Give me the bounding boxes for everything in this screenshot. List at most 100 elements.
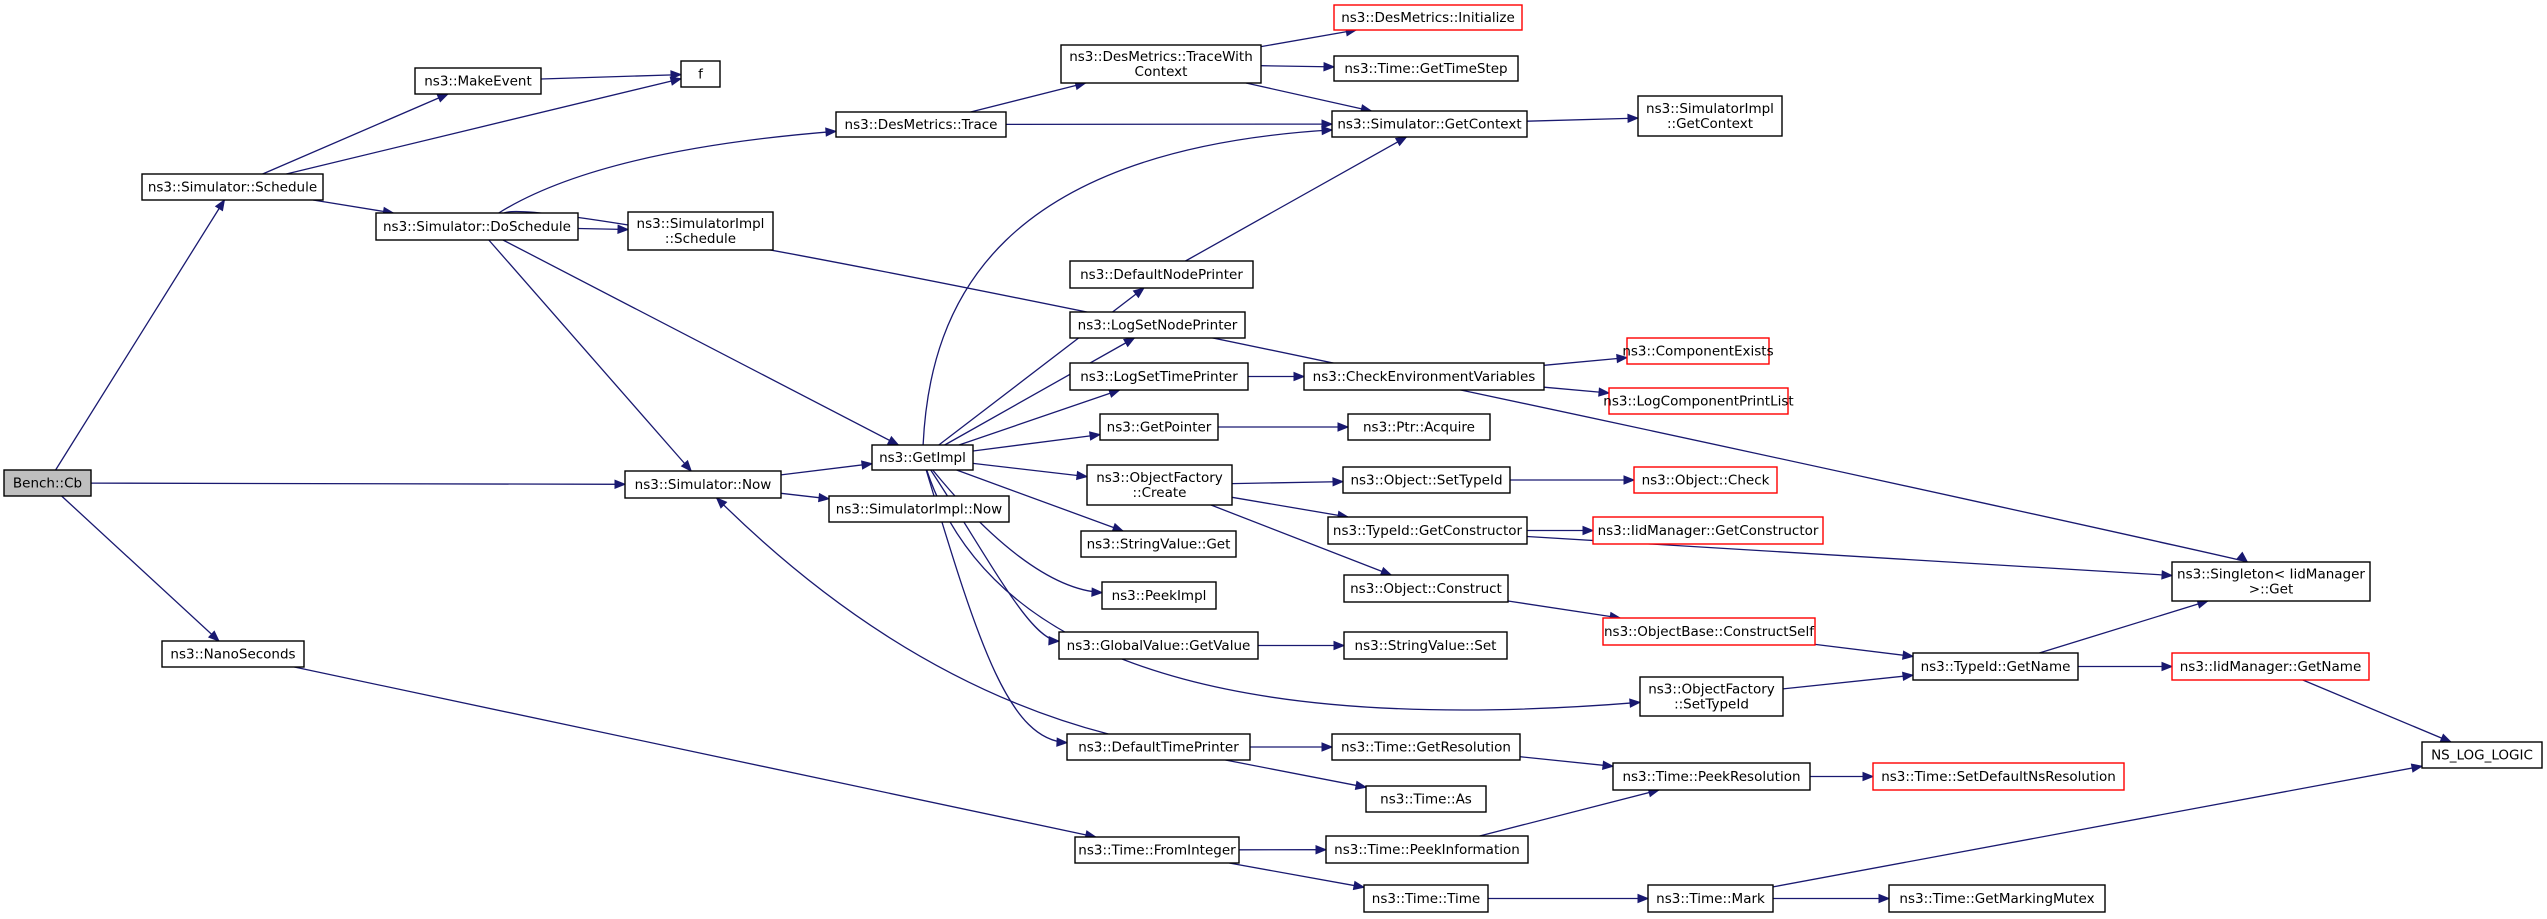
node-objfactory-settypeid[interactable]: ns3::ObjectFactory::SetTypeId — [1639, 676, 1784, 717]
node-label: ns3::TypeId::GetName — [1921, 659, 2071, 675]
node-get-pointer[interactable]: ns3::GetPointer — [1099, 413, 1219, 441]
node-time-setdefaultnsres[interactable]: ns3::Time::SetDefaultNsResolution — [1872, 762, 2125, 791]
node-time-time[interactable]: ns3::Time::Time — [1363, 884, 1489, 913]
node-log-comp-print-list[interactable]: ns3::LogComponentPrintList — [1603, 387, 1794, 415]
call-edge — [1814, 643, 1915, 660]
node-sim-schedule[interactable]: ns3::Simulator::Schedule — [141, 173, 324, 201]
call-edge — [577, 224, 630, 235]
node-box — [1365, 785, 1487, 813]
node-label: ns3::Simulator::Now — [635, 477, 772, 493]
node-label: ns3::SimulatorImpl::Now — [836, 502, 1002, 518]
node-singleton-get[interactable]: ns3::Singleton< IidManager>::Get — [2171, 561, 2371, 602]
node-box — [2171, 561, 2371, 602]
call-edge — [1488, 893, 1650, 904]
node-time-getresolution[interactable]: ns3::Time::GetResolution — [1331, 733, 1521, 761]
node-box — [2171, 652, 2370, 681]
node-iidmanager-getconstructor[interactable]: ns3::IidManager::GetConstructor — [1592, 516, 1824, 545]
node-objectbase-constructself[interactable]: ns3::ObjectBase::ConstructSelf — [1602, 617, 1816, 646]
node-label: ns3::Object::Construct — [1350, 581, 1502, 597]
node-box — [1333, 55, 1519, 82]
node-label: ns3::Simulator::GetContext — [1337, 117, 1521, 133]
node-label: ns3::ObjectFactory — [1648, 682, 1775, 698]
node-peek-impl[interactable]: ns3::PeekImpl — [1101, 581, 1217, 610]
node-time-peekinformation[interactable]: ns3::Time::PeekInformation — [1325, 835, 1529, 864]
node-desmetrics-trace[interactable]: ns3::DesMetrics::Trace — [835, 111, 1007, 138]
node-box — [1363, 884, 1489, 913]
node-box — [1086, 464, 1233, 506]
node-ptr-acquire[interactable]: ns3::Ptr::Acquire — [1347, 413, 1491, 441]
node-sim-getcontext[interactable]: ns3::Simulator::GetContext — [1331, 110, 1528, 138]
node-box — [1592, 516, 1824, 545]
node-iidmanager-getname[interactable]: ns3::IidManager::GetName — [2171, 652, 2370, 681]
node-simimpl-now[interactable]: ns3::SimulatorImpl::Now — [828, 495, 1010, 523]
call-edge — [1260, 62, 1336, 72]
node-time-getmarkingmutex[interactable]: ns3::Time::GetMarkingMutex — [1888, 884, 2106, 913]
node-default-time-printer[interactable]: ns3::DefaultTimePrinter — [1066, 733, 1251, 761]
node-box — [835, 111, 1007, 138]
node-label: ns3::Time::FromInteger — [1078, 843, 1236, 859]
node-time-gettimestep[interactable]: ns3::Time::GetTimeStep — [1333, 55, 1519, 82]
node-f[interactable]: f — [680, 60, 721, 88]
node-desmetrics-init[interactable]: ns3::DesMetrics::Initialize — [1333, 4, 1523, 31]
node-box — [1912, 652, 2079, 681]
node-log-set-time-printer[interactable]: ns3::LogSetTimePrinter — [1069, 362, 1249, 391]
node-label: ns3::LogSetNodePrinter — [1078, 318, 1238, 334]
node-box — [1074, 836, 1240, 864]
node-ns-log-logic[interactable]: NS_LOG_LOGIC — [2421, 741, 2543, 769]
node-box — [1342, 466, 1511, 494]
call-edge — [1543, 353, 1629, 366]
node-typeid-getconstructor[interactable]: ns3::TypeId::GetConstructor — [1327, 516, 1528, 545]
call-edge — [925, 469, 1069, 747]
node-label: ns3::MakeEvent — [424, 74, 532, 90]
node-get-impl[interactable]: ns3::GetImpl — [871, 444, 974, 471]
node-box — [1069, 311, 1246, 339]
node-box — [3, 469, 92, 497]
call-edge — [1479, 788, 1661, 837]
call-edge — [61, 495, 220, 642]
node-label: ns3::Time::GetMarkingMutex — [1899, 891, 2094, 907]
call-edge — [488, 239, 693, 473]
call-edge — [932, 469, 1104, 597]
node-object-construct[interactable]: ns3::Object::Construct — [1343, 574, 1509, 603]
node-label: ns3::IidManager::GetConstructor — [1598, 523, 1819, 539]
node-time-peekresolution[interactable]: ns3::Time::PeekResolution — [1612, 762, 1811, 791]
node-label: ns3::SimulatorImpl — [1646, 101, 1774, 117]
node-simimpl-schedule[interactable]: ns3::SimulatorImpl::Schedule — [627, 211, 774, 251]
node-component-exists[interactable]: ns3::ComponentExists — [1622, 337, 1774, 365]
node-make-event[interactable]: ns3::MakeEvent — [414, 67, 542, 95]
node-time-as[interactable]: ns3::Time::As — [1365, 785, 1487, 813]
node-label: ns3::DesMetrics::TraceWith — [1069, 49, 1253, 65]
node-label: ns3::Time::PeekInformation — [1334, 842, 1520, 858]
node-box — [1331, 110, 1528, 138]
call-edge — [1248, 371, 1306, 382]
node-label: ns3::SimulatorImpl — [637, 216, 765, 232]
node-globalvalue-getvalue[interactable]: ns3::GlobalValue::GetValue — [1058, 631, 1259, 660]
node-log-set-node-printer[interactable]: ns3::LogSetNodePrinter — [1069, 311, 1246, 339]
node-time-mark[interactable]: ns3::Time::Mark — [1647, 884, 1774, 913]
node-simimpl-getcontext[interactable]: ns3::SimulatorImpl::GetContext — [1637, 95, 1783, 137]
node-stringvalue-get[interactable]: ns3::StringValue::Get — [1080, 530, 1237, 558]
node-typeid-getname[interactable]: ns3::TypeId::GetName — [1912, 652, 2079, 681]
node-sim-now[interactable]: ns3::Simulator::Now — [624, 470, 782, 499]
node-objfactory-create[interactable]: ns3::ObjectFactory::Create — [1086, 464, 1233, 506]
node-box — [1069, 260, 1254, 289]
node-object-check[interactable]: ns3::Object::Check — [1633, 466, 1778, 494]
node-box — [141, 173, 324, 201]
node-label: f — [698, 67, 704, 83]
node-bench-cb[interactable]: Bench::Cb — [3, 469, 92, 497]
node-label: >::Get — [2249, 582, 2293, 598]
node-time-frominteger[interactable]: ns3::Time::FromInteger — [1074, 836, 1240, 864]
node-object-settypeid[interactable]: ns3::Object::SetTypeId — [1342, 466, 1511, 494]
node-box — [1343, 574, 1509, 603]
node-nanoseconds[interactable]: ns3::NanoSeconds — [161, 640, 305, 668]
call-edge — [1238, 844, 1328, 855]
node-box — [871, 444, 974, 471]
node-label: ns3::Singleton< IidManager — [2177, 567, 2365, 583]
call-edge — [1526, 113, 1640, 124]
node-default-node-printer[interactable]: ns3::DefaultNodePrinter — [1069, 260, 1254, 289]
node-check-env-vars[interactable]: ns3::CheckEnvironmentVariables — [1303, 362, 1545, 391]
node-stringvalue-set[interactable]: ns3::StringValue::Set — [1343, 631, 1508, 660]
node-sim-doschedule[interactable]: ns3::Simulator::DoSchedule — [375, 212, 579, 241]
